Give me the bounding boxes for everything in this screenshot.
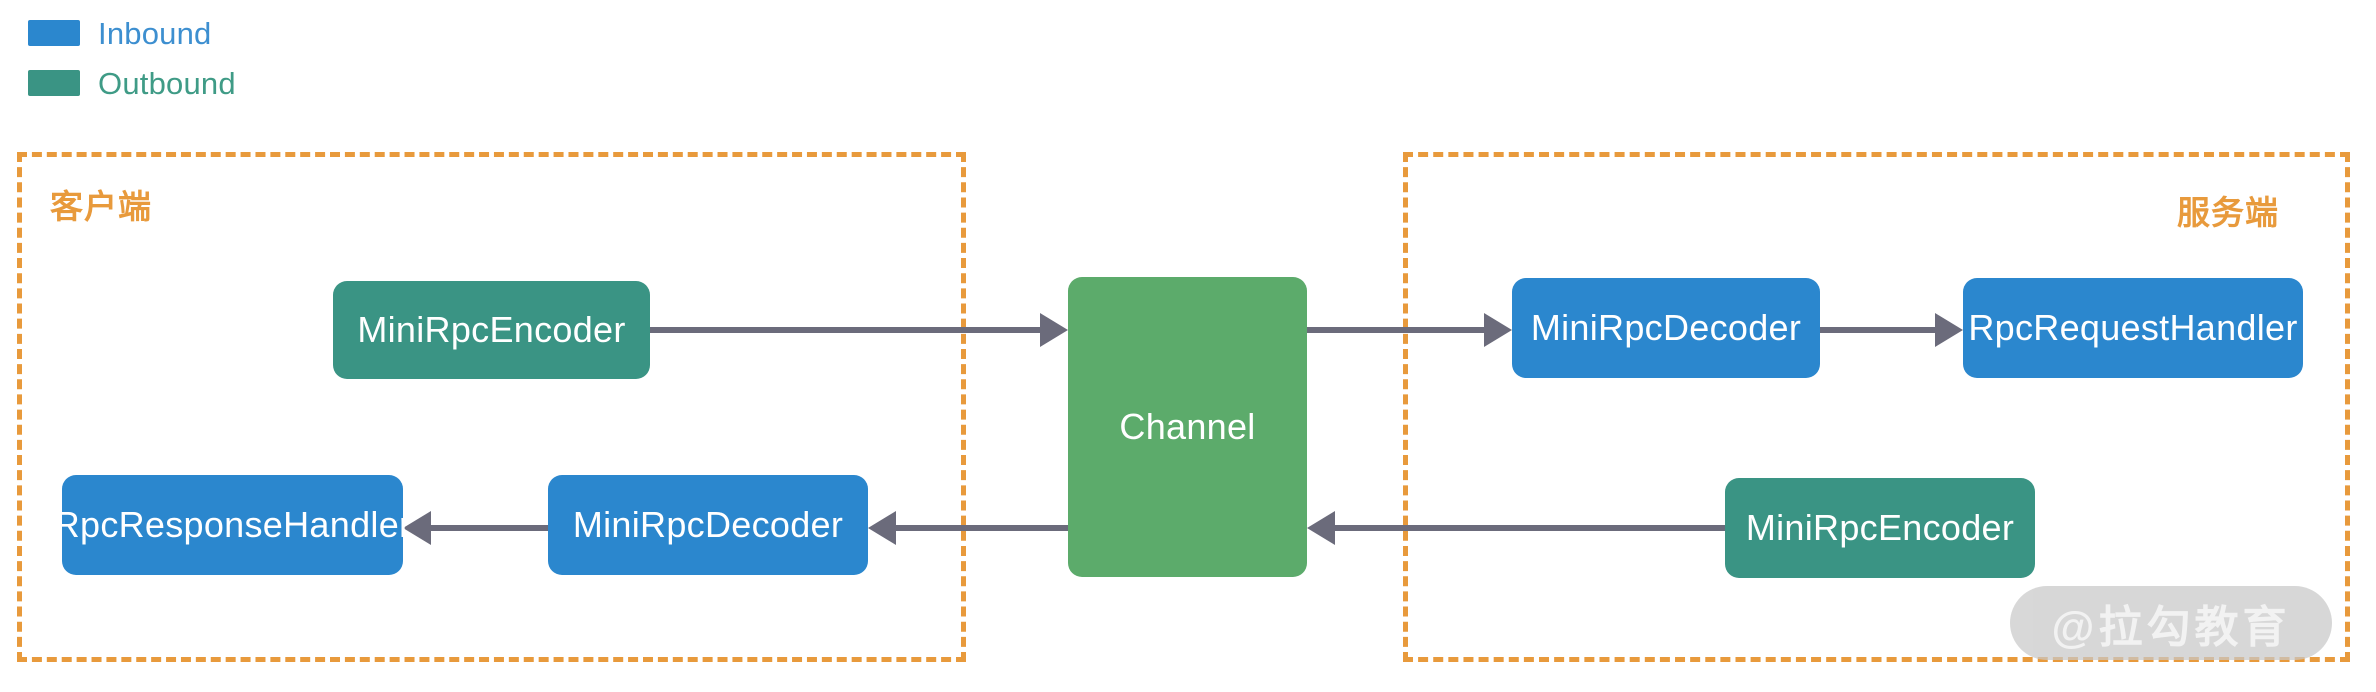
node-client-decoder[interactable]: MiniRpcDecoder <box>548 475 868 575</box>
arrowhead-to-request-handler <box>1935 313 1963 347</box>
zone-server-label: 服务端 <box>2177 194 2279 231</box>
node-client-encoder[interactable]: MiniRpcEncoder <box>333 281 650 379</box>
edge-channel-to-client-decoder <box>896 525 1070 531</box>
zone-client <box>17 152 966 662</box>
zone-server <box>1403 152 2350 662</box>
watermark: @拉勾教育 <box>2010 586 2332 660</box>
legend-label-inbound: Inbound <box>98 15 212 51</box>
node-channel[interactable]: Channel <box>1068 277 1307 577</box>
edge-client-decoder-to-response-handler <box>431 525 551 531</box>
node-response-handler[interactable]: RpcResponseHandler <box>54 475 411 575</box>
inbound-swatch <box>28 20 80 46</box>
edge-channel-to-server-decoder <box>1307 327 1487 333</box>
edge-server-decoder-to-request-handler <box>1820 327 1937 333</box>
arrowhead-to-client-decoder <box>868 511 896 545</box>
arrowhead-to-channel-top <box>1040 313 1068 347</box>
zone-client-label: 客户端 <box>50 188 152 225</box>
node-request-handler[interactable]: RpcRequestHandler <box>1963 278 2303 378</box>
edge-server-encoder-to-channel <box>1335 525 1727 531</box>
legend: Inbound Outbound <box>28 14 236 114</box>
legend-item-inbound: Inbound <box>28 14 236 52</box>
node-server-encoder[interactable]: MiniRpcEncoder <box>1725 478 2035 578</box>
legend-label-outbound: Outbound <box>98 65 236 101</box>
legend-item-outbound: Outbound <box>28 64 236 102</box>
arrowhead-to-response-handler <box>403 511 431 545</box>
arrowhead-to-channel-bottom <box>1307 511 1335 545</box>
edge-client-encoder-to-channel <box>650 327 1042 333</box>
outbound-swatch <box>28 70 80 96</box>
node-server-decoder[interactable]: MiniRpcDecoder <box>1512 278 1820 378</box>
arrowhead-to-server-decoder <box>1484 313 1512 347</box>
